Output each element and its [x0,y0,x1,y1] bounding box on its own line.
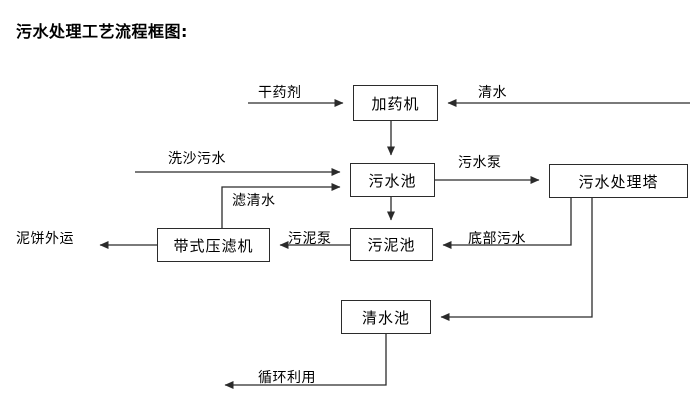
terminal-label-wash-sand-sewage: 洗沙污水 [168,151,226,167]
node-belt-filter-press[interactable]: 带式压滤机 [157,228,270,262]
node-label: 污泥池 [367,236,416,254]
edge-filtered-water-to-pool [221,183,341,228]
edge-clear-pool-recycle [224,334,387,389]
page-title: 污水处理工艺流程框图: [16,22,188,41]
node-label: 清水池 [361,308,410,327]
node-label: 污水池 [368,171,417,190]
edge-label-recycle-use: 循环利用 [258,370,316,386]
node-sewage-pool[interactable]: 污水池 [350,163,435,197]
node-label: 加药机 [371,94,420,113]
node-sludge-pool[interactable]: 污泥池 [350,228,433,261]
edge-label-filtered-water: 滤清水 [232,193,276,209]
node-clear-water-pool[interactable]: 清水池 [341,300,431,334]
node-treatment-tower[interactable]: 污水处理塔 [549,164,688,198]
node-label: 带式压滤机 [173,236,254,255]
terminal-label-dry-agent: 干药剂 [258,85,302,101]
edge-tower-to-sludge [442,198,572,249]
edge-label-sewage-pump: 污水泵 [458,155,502,171]
edge-label-sludge-pump: 污泥泵 [288,231,332,247]
node-dosing-machine[interactable]: 加药机 [353,85,438,121]
edge-label-bottom-sewage: 底部污水 [468,231,526,247]
terminal-label-mud-cake-transport: 泥饼外运 [16,231,74,247]
edge-tower-to-clear-pool [440,198,593,321]
node-label: 污水处理塔 [578,172,659,191]
terminal-label-clean-water: 清水 [478,85,507,101]
